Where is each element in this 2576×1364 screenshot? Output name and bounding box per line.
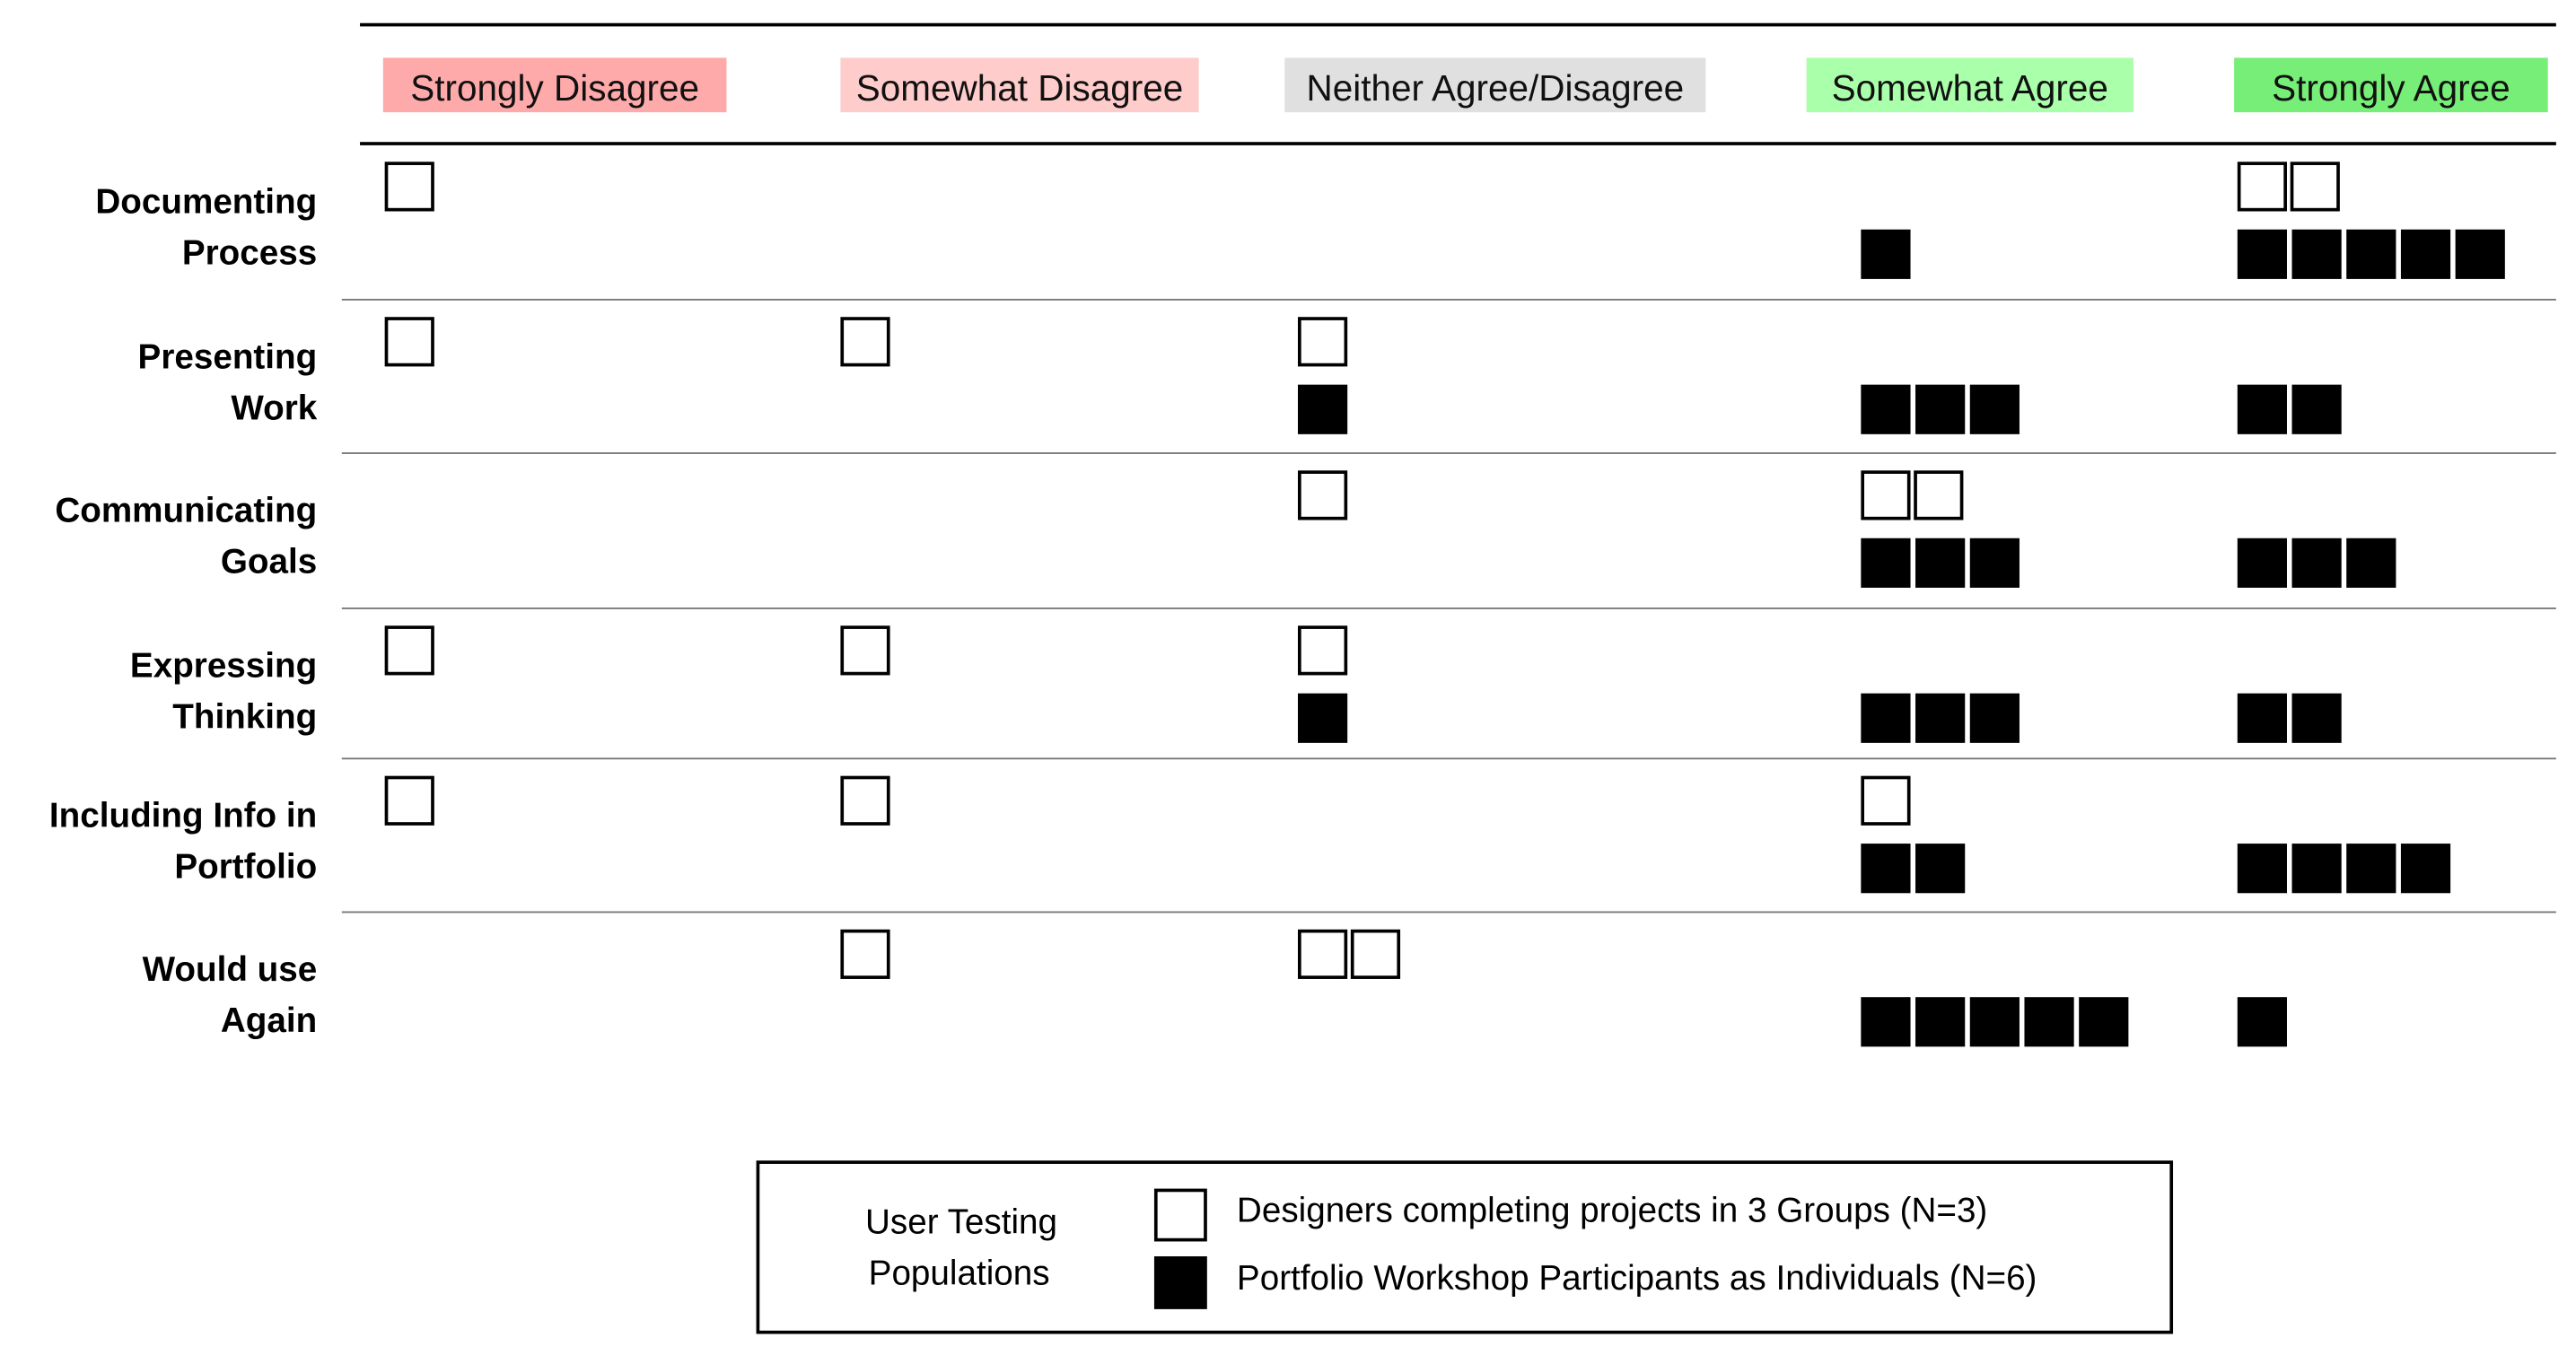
group-square-mark <box>384 317 434 367</box>
legend-filled-square-icon <box>1153 1256 1207 1309</box>
row-label-1-line-0: Presenting <box>137 338 318 377</box>
individual-square-mark <box>2400 844 2451 894</box>
group-square-mark <box>384 625 434 676</box>
row-label-0-line-1: Process <box>181 234 318 273</box>
individual-square-mark <box>1298 693 1348 743</box>
row-label-1-line-1: Work <box>231 389 318 428</box>
top-rule <box>360 22 2556 27</box>
individual-square-mark <box>2237 997 2287 1047</box>
group-square-mark <box>1861 470 1911 520</box>
individual-square-mark <box>2291 844 2342 894</box>
individual-square-mark <box>1861 844 1911 894</box>
individual-square-mark <box>1915 538 1966 588</box>
individual-square-mark <box>1915 997 1966 1047</box>
legend-title-line-2: Populations <box>868 1255 1050 1293</box>
individual-square-mark <box>1298 384 1348 434</box>
individual-square-mark <box>2400 229 2451 279</box>
individual-square-mark <box>2291 229 2342 279</box>
legend-title-line-1: User Testing <box>865 1203 1058 1242</box>
column-header-0: Strongly Disagree <box>382 57 727 113</box>
individual-square-mark <box>2237 384 2287 434</box>
individual-square-mark <box>2346 229 2396 279</box>
row-label-2-line-1: Goals <box>220 543 318 581</box>
legend-hollow-square-icon <box>1153 1188 1207 1242</box>
row-label-5-line-1: Again <box>220 1001 318 1041</box>
row-label-5-line-0: Would use <box>142 950 318 989</box>
group-square-mark <box>384 775 434 826</box>
group-square-mark <box>840 929 890 979</box>
individual-square-mark <box>2237 844 2287 894</box>
individual-square-mark <box>2024 997 2074 1047</box>
group-square-mark <box>2237 162 2287 212</box>
individual-square-mark <box>1915 693 1966 743</box>
group-square-mark <box>1298 470 1348 520</box>
group-square-mark <box>2290 162 2340 212</box>
group-square-mark <box>1914 470 1964 520</box>
individual-square-mark <box>1861 538 1911 588</box>
individual-square-mark <box>2079 997 2129 1047</box>
row-separator <box>341 911 2556 914</box>
group-square-mark <box>384 162 434 212</box>
row-label-2-line-0: Communicating <box>55 492 318 530</box>
column-header-1: Somewhat Disagree <box>840 57 1199 113</box>
individual-square-mark <box>2237 693 2287 743</box>
group-square-mark <box>1298 929 1348 979</box>
individual-square-mark <box>2455 229 2505 279</box>
row-label-4-line-1: Portfolio <box>174 848 318 887</box>
group-square-mark <box>1350 929 1401 979</box>
header-rule <box>360 142 2556 145</box>
group-square-mark <box>840 317 890 367</box>
group-square-mark <box>840 625 890 676</box>
individual-square-mark <box>1861 997 1911 1047</box>
column-header-2: Neither Agree/Disagree <box>1284 57 1706 113</box>
individual-square-mark <box>2291 384 2342 434</box>
individual-square-mark <box>1969 693 2020 743</box>
individual-square-mark <box>1861 693 1911 743</box>
column-header-3: Somewhat Agree <box>1806 57 2134 113</box>
row-separator <box>341 452 2556 454</box>
row-label-3-line-1: Thinking <box>172 698 318 737</box>
legend-entry-individuals: Portfolio Workshop Participants as Indiv… <box>1236 1259 2037 1298</box>
individual-square-mark <box>2291 693 2342 743</box>
row-separator <box>341 298 2556 301</box>
individual-square-mark <box>2346 844 2396 894</box>
individual-square-mark <box>1915 384 1966 434</box>
row-label-0-line-0: Documenting <box>95 183 318 222</box>
individual-square-mark <box>1861 384 1911 434</box>
group-square-mark <box>1298 317 1348 367</box>
individual-square-mark <box>1969 997 2020 1047</box>
individual-square-mark <box>1969 538 2020 588</box>
column-header-4: Strongly Agree <box>2234 57 2548 113</box>
row-separator <box>341 757 2556 760</box>
group-square-mark <box>1861 775 1911 826</box>
individual-square-mark <box>1915 844 1966 894</box>
group-square-mark <box>840 775 890 826</box>
individual-square-mark <box>1969 384 2020 434</box>
row-label-4-line-0: Including Info in <box>48 797 318 835</box>
legend: User Testing Populations Designers compl… <box>756 1160 2174 1334</box>
row-label-3-line-0: Expressing <box>129 647 318 686</box>
individual-square-mark <box>2237 538 2287 588</box>
individual-square-mark <box>1861 229 1911 279</box>
group-square-mark <box>1298 625 1348 676</box>
legend-entry-groups: Designers completing projects in 3 Group… <box>1236 1192 1988 1230</box>
individual-square-mark <box>2237 229 2287 279</box>
individual-square-mark <box>2291 538 2342 588</box>
individual-square-mark <box>2346 538 2396 588</box>
row-separator <box>341 608 2556 609</box>
